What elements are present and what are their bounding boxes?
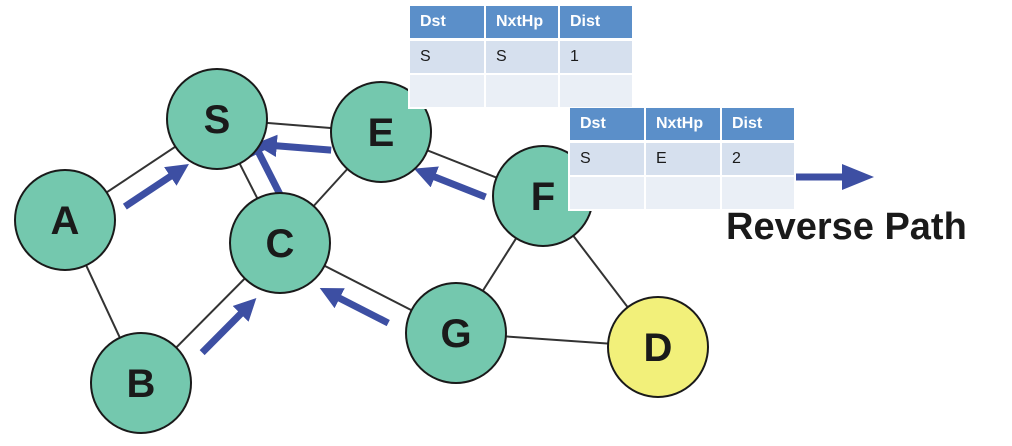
node-label: G	[440, 312, 471, 356]
node-circle	[405, 282, 507, 384]
node-b: B	[90, 332, 192, 434]
node-label: F	[531, 175, 555, 219]
table-header-row: Dst NxtHp Dist	[410, 6, 632, 41]
table-row	[410, 75, 632, 109]
cell-dist	[722, 177, 794, 211]
routing-table-node-f: Dst NxtHp Dist S E 2	[568, 108, 796, 211]
node-g: G	[405, 282, 507, 384]
node-c: C	[229, 192, 331, 294]
reverse-path-arrow-g-to-c	[319, 288, 390, 327]
table-row: S E 2	[570, 143, 794, 177]
cell-dst: S	[570, 143, 644, 177]
cell-nxthp: S	[486, 41, 558, 75]
legend-arrow	[790, 164, 874, 190]
cell-dist: 1	[560, 41, 632, 75]
column-header-dst: Dst	[570, 108, 644, 143]
reverse-path-arrow-a-to-s	[122, 164, 189, 210]
routing-table-node-e: Dst NxtHp Dist S S 1	[408, 6, 634, 109]
node-circle	[229, 192, 331, 294]
cell-dist	[560, 75, 632, 109]
node-a: A	[14, 169, 116, 271]
node-s: S	[166, 68, 268, 170]
arrows-layer	[122, 133, 487, 356]
node-label: B	[127, 362, 156, 406]
column-header-nxthp: NxtHp	[646, 108, 720, 143]
cell-dst	[410, 75, 484, 109]
node-d: D	[607, 296, 709, 398]
node-label: E	[368, 111, 395, 155]
node-circle	[166, 68, 268, 170]
reverse-path-arrow-f-to-e	[413, 166, 487, 201]
node-circle	[607, 296, 709, 398]
cell-dst	[570, 177, 644, 211]
cell-dist: 2	[722, 143, 794, 177]
reverse-path-arrow-c-to-s	[248, 133, 287, 203]
reverse-path-caption: Reverse Path	[726, 206, 967, 248]
node-e: E	[330, 81, 432, 183]
table-row: S S 1	[410, 41, 632, 75]
cell-nxthp: E	[646, 143, 720, 177]
table-header-row: Dst NxtHp Dist	[570, 108, 794, 143]
cell-nxthp	[646, 177, 720, 211]
reverse-path-arrow-e-to-s	[254, 134, 332, 157]
node-label: S	[204, 98, 231, 142]
node-circle	[330, 81, 432, 183]
node-label: A	[51, 199, 80, 243]
column-header-nxthp: NxtHp	[486, 6, 558, 41]
nodes-layer: S E A C F G D B	[14, 68, 709, 434]
node-circle	[90, 332, 192, 434]
node-circle	[14, 169, 116, 271]
node-label: C	[266, 222, 295, 266]
cell-nxthp	[486, 75, 558, 109]
column-header-dist: Dist	[722, 108, 794, 143]
node-label: D	[644, 326, 673, 370]
cell-dst: S	[410, 41, 484, 75]
column-header-dst: Dst	[410, 6, 484, 41]
column-header-dist: Dist	[560, 6, 632, 41]
reverse-path-arrow-b-to-c	[199, 298, 257, 356]
table-row	[570, 177, 794, 211]
